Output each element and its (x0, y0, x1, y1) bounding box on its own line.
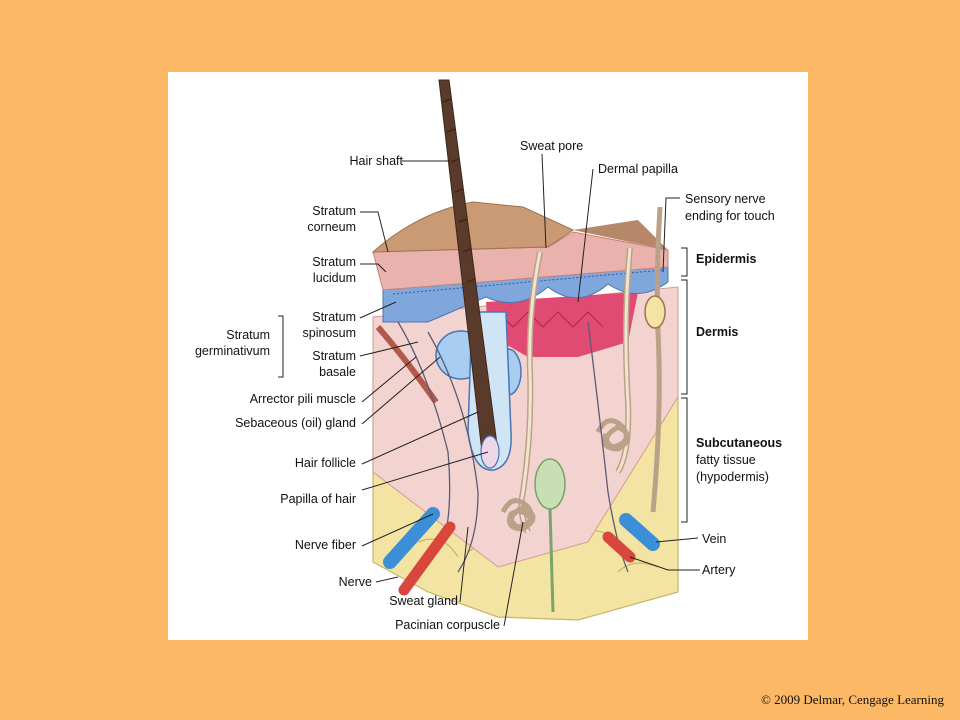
leader-lines (278, 153, 700, 627)
hair-papilla (480, 435, 500, 469)
label-stratum-corneum-1: Stratum (312, 204, 356, 218)
label-sebaceous-gland: Sebaceous (oil) gland (235, 416, 356, 430)
label-sweat-gland: Sweat gland (389, 594, 458, 608)
stratum-basale-layer (382, 261, 669, 323)
label-stratum-lucidum-2: lucidum (312, 271, 356, 285)
label-sensory-nerve-2: ending for touch (685, 209, 775, 223)
label-papilla-of-hair: Papilla of hair (280, 492, 356, 506)
label-pacinian-corpuscle: Pacinian corpuscle (395, 618, 500, 632)
layer-brackets (681, 247, 688, 523)
skin-cross-section-illustration (278, 79, 700, 627)
label-nerve: Nerve (338, 575, 372, 589)
label-arrector-pili: Arrector pili muscle (249, 392, 356, 406)
dermal-papilla-region (486, 292, 638, 357)
artery-left (398, 521, 456, 596)
label-nerve-fiber: Nerve fiber (294, 538, 356, 552)
label-stratum-corneum-2: corneum (307, 220, 356, 234)
label-artery: Artery (702, 563, 736, 577)
label-sensory-nerve-1: Sensory nerve (685, 192, 766, 206)
label-dermis: Dermis (696, 325, 739, 339)
label-dermal-papilla: Dermal papilla (598, 162, 678, 176)
artery-right (602, 531, 636, 563)
label-stratum-lucidum-1: Stratum (312, 255, 356, 269)
label-subcutaneous-1: Subcutaneous (696, 436, 783, 450)
label-stratum-germinativum-1: Stratum (226, 328, 270, 342)
vein-left (383, 507, 440, 569)
label-stratum-germinativum-2: germinativum (194, 344, 270, 358)
diagram-panel: Hair shaft Stratum corneum Stratum lucid… (168, 72, 808, 640)
label-subcutaneous-2: fatty tissue (696, 453, 756, 467)
label-stratum-basale-2: basale (319, 365, 356, 379)
label-hair-follicle: Hair follicle (294, 456, 356, 470)
pacinian-corpuscle-drawing (534, 458, 566, 510)
label-stratum-spinosum-1: Stratum (312, 310, 356, 324)
sweat-gland-coil (500, 498, 536, 532)
label-sweat-pore: Sweat pore (520, 139, 584, 153)
label-hair-shaft: Hair shaft (349, 154, 404, 168)
vein-right (619, 513, 660, 551)
copyright-notice: © 2009 Delmar, Cengage Learning (761, 692, 944, 707)
label-subcutaneous-3: (hypodermis) (696, 470, 769, 484)
label-stratum-basale-1: Stratum (312, 349, 356, 363)
label-stratum-spinosum-2: spinosum (302, 326, 357, 340)
meissner-corpuscle (644, 295, 666, 329)
label-vein: Vein (702, 532, 727, 546)
skin-surface (371, 201, 575, 253)
label-epidermis: Epidermis (696, 252, 757, 266)
